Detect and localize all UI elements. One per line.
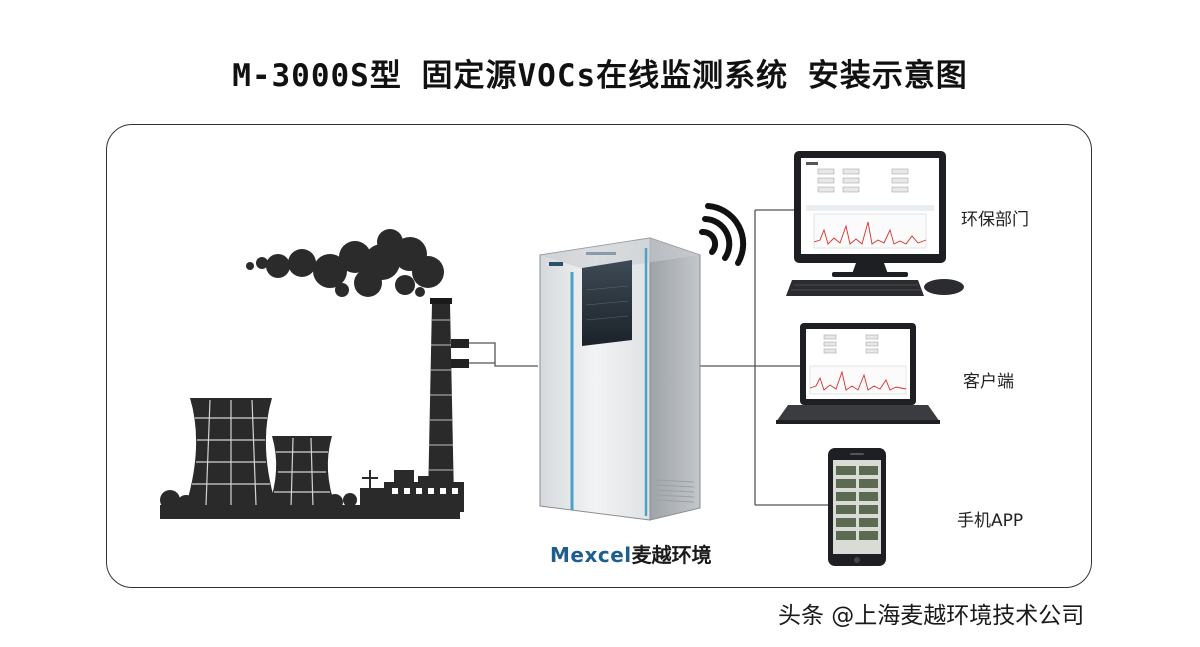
plant-buildings [160,470,464,519]
mobile-phone [828,448,886,566]
laptop-computer [776,323,940,424]
wifi-signal-icon [699,203,747,266]
mouse [924,279,964,295]
brand-logo: Mexcel麦越环境 [550,539,712,568]
cooling-tower-small [268,436,336,509]
keyboard [786,280,924,296]
endpoint-label-epa: 环保部门 [961,210,1029,230]
diagram-frame [106,124,1092,588]
sample-line-upper [469,342,538,367]
factory-illustration [160,229,469,519]
cabinet-vents [655,479,695,503]
laptop-trend-line [809,370,907,391]
chimney [428,298,469,500]
brand-cn: 麦越环境 [631,543,712,567]
cabinet-display [582,260,632,346]
connection-lines [469,209,830,506]
brand-latin: Mexcel [550,543,632,567]
monitor-dashboard [806,162,934,249]
desktop-computer [786,151,964,296]
laptop-base [776,405,940,422]
endpoint-label-client: 客户端 [963,372,1014,392]
smoke-cloud [246,229,444,297]
analyzer-cabinet [539,237,701,521]
cooling-tower-large [186,398,276,506]
page-title: M-3000S型 固定源VOCs在线监测系统 安装示意图 [232,58,968,94]
monitor-trend-line [813,221,927,245]
watermark: 头条 @上海麦越环境技术公司 [778,603,1085,629]
endpoint-label-app: 手机APP [957,511,1024,531]
